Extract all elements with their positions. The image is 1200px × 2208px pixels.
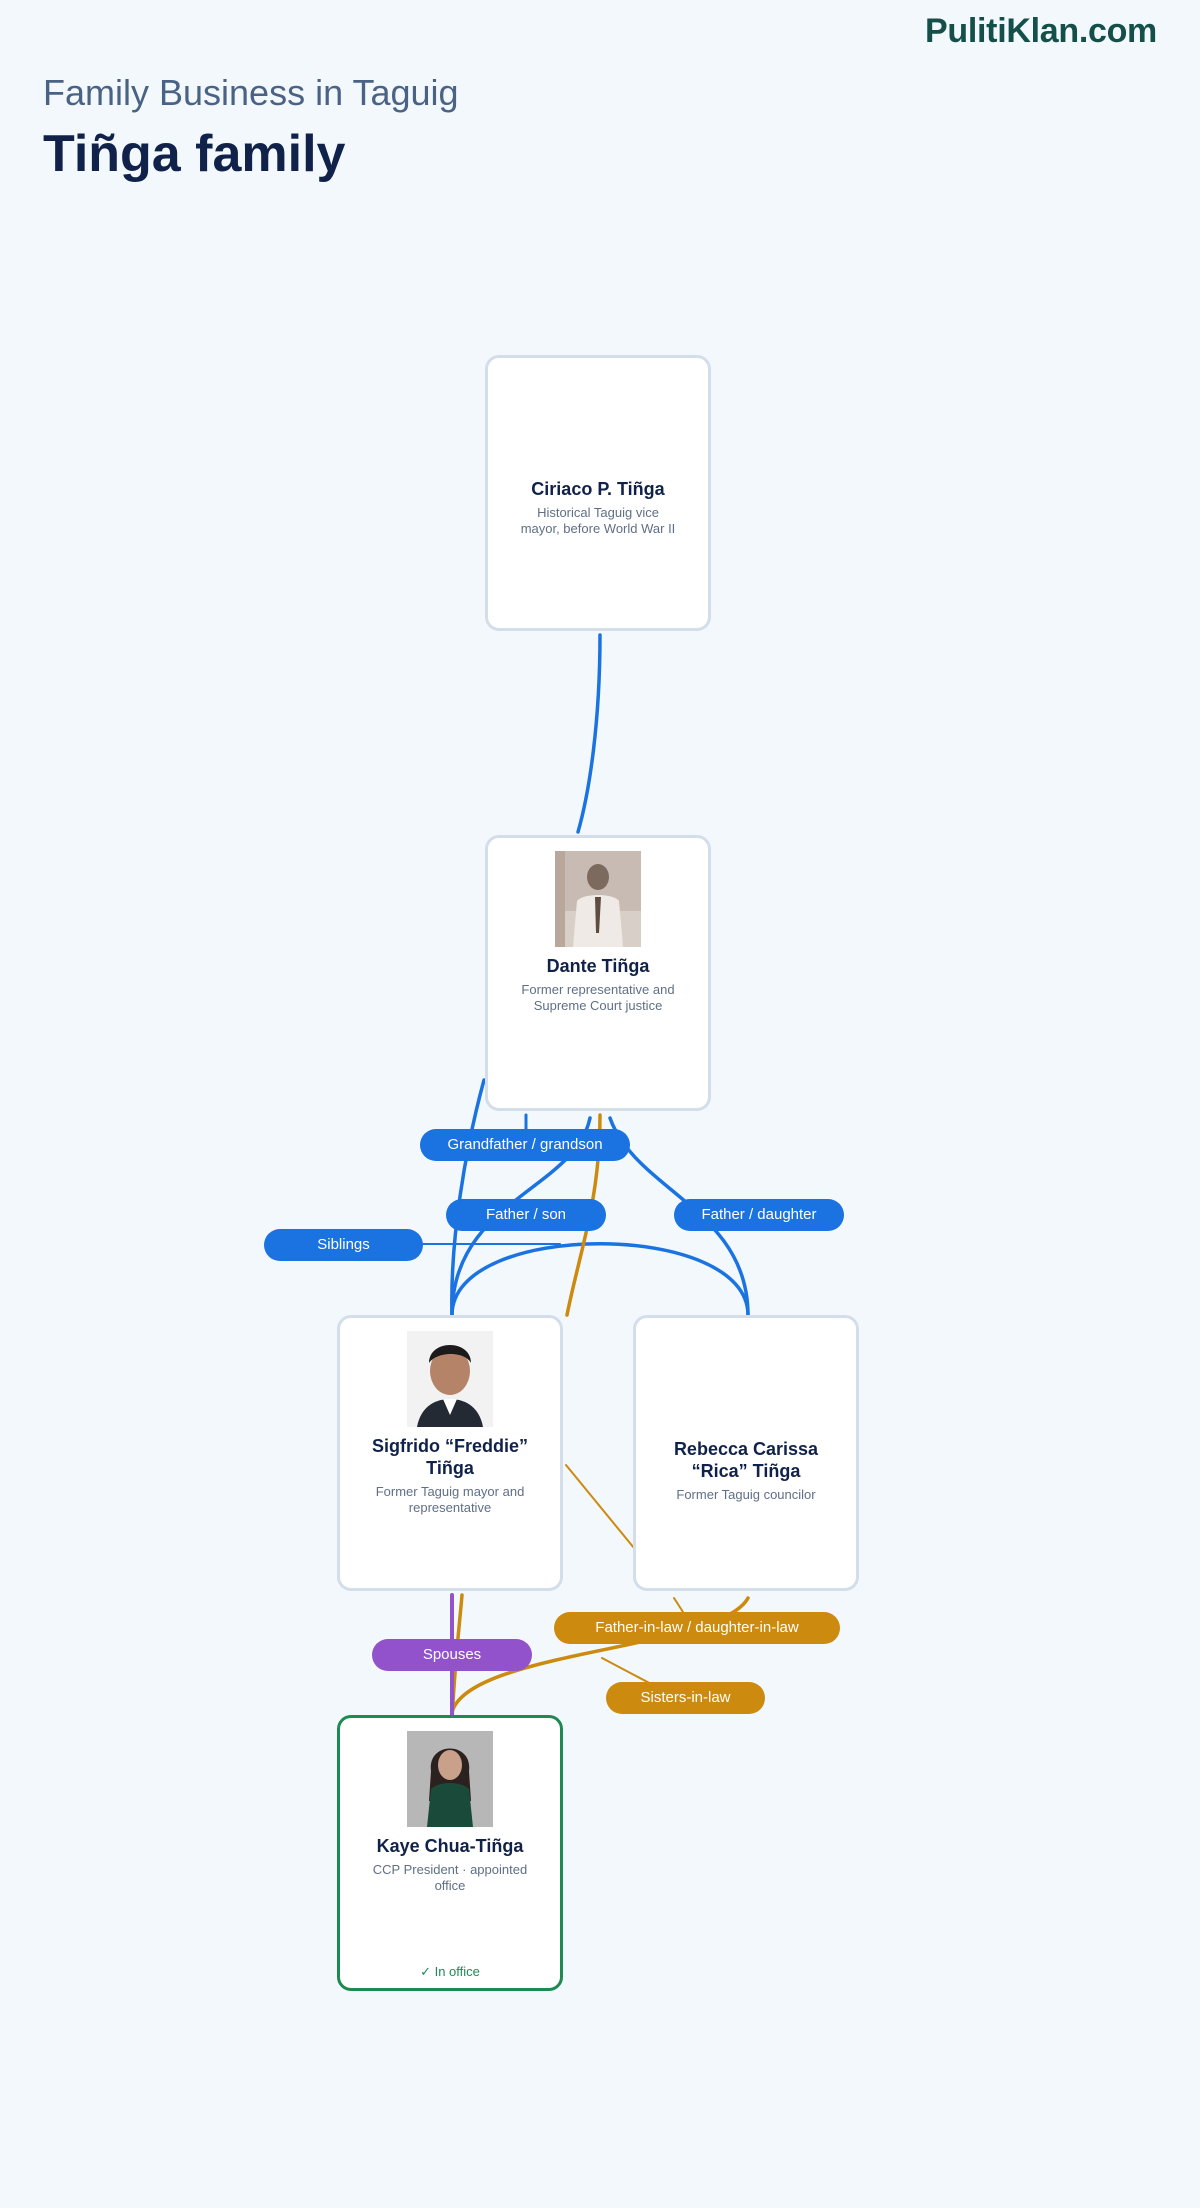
relation-label-spouses[interactable]: Spouses — [372, 1639, 532, 1671]
relation-label-father-in-law[interactable]: Father-in-law / daughter-in-law — [554, 1612, 840, 1644]
person-card-freddie[interactable]: Sigfrido “Freddie” Tiñga Former Taguig m… — [337, 1315, 563, 1591]
link-ciriaco-dante — [576, 633, 602, 834]
person-name: Kaye Chua-Tiñga — [376, 1836, 524, 1856]
in-office-status: ✓ In office — [420, 1964, 480, 1979]
link-siblings — [450, 1242, 750, 1317]
person-card-kaye[interactable]: Kaye Chua-Tiñga CCP President · appointe… — [337, 1715, 563, 1991]
person-card-dante[interactable]: Dante Tiñga Former representative and Su… — [485, 835, 711, 1111]
portrait-photo — [407, 1331, 493, 1427]
person-role: Former Taguig councilor — [676, 1487, 816, 1502]
portrait-photo — [555, 851, 641, 947]
relation-label-grandfather-grandson[interactable]: Grandfather / grandson — [420, 1129, 630, 1161]
person-role: Historical Taguig vice mayor, before Wor… — [520, 505, 676, 536]
person-role: Former Taguig mayor and representative — [375, 1484, 525, 1515]
person-name: Ciriaco P. Tiñga — [531, 479, 665, 499]
person-card-rica[interactable]: Rebecca Carissa “Rica” Tiñga Former Tagu… — [633, 1315, 859, 1591]
relation-label-sisters-in-law[interactable]: Sisters-in-law — [606, 1682, 765, 1714]
page-title: Tiñga family — [43, 125, 346, 183]
person-name: Dante Tiñga — [546, 956, 650, 976]
person-role: CCP President · appointed office — [372, 1862, 528, 1893]
person-name: Sigfrido “Freddie” Tiñga — [371, 1436, 528, 1478]
person-name: Rebecca Carissa “Rica” Tiñga — [673, 1439, 819, 1481]
portrait-photo — [407, 1731, 493, 1827]
relation-label-father-daughter[interactable]: Father / daughter — [674, 1199, 844, 1231]
page-subtitle: Family Business in Taguig — [43, 72, 459, 113]
relation-label-father-son[interactable]: Father / son — [446, 1199, 606, 1231]
relation-label-siblings[interactable]: Siblings — [264, 1229, 423, 1261]
person-role: Former representative and Supreme Court … — [521, 982, 675, 1013]
link-grandfather-grandson — [450, 1078, 486, 1317]
person-card-ciriaco[interactable]: Ciriaco P. Tiñga Historical Taguig vice … — [485, 355, 711, 631]
site-brand[interactable]: PulitiKlan.com — [925, 12, 1157, 50]
